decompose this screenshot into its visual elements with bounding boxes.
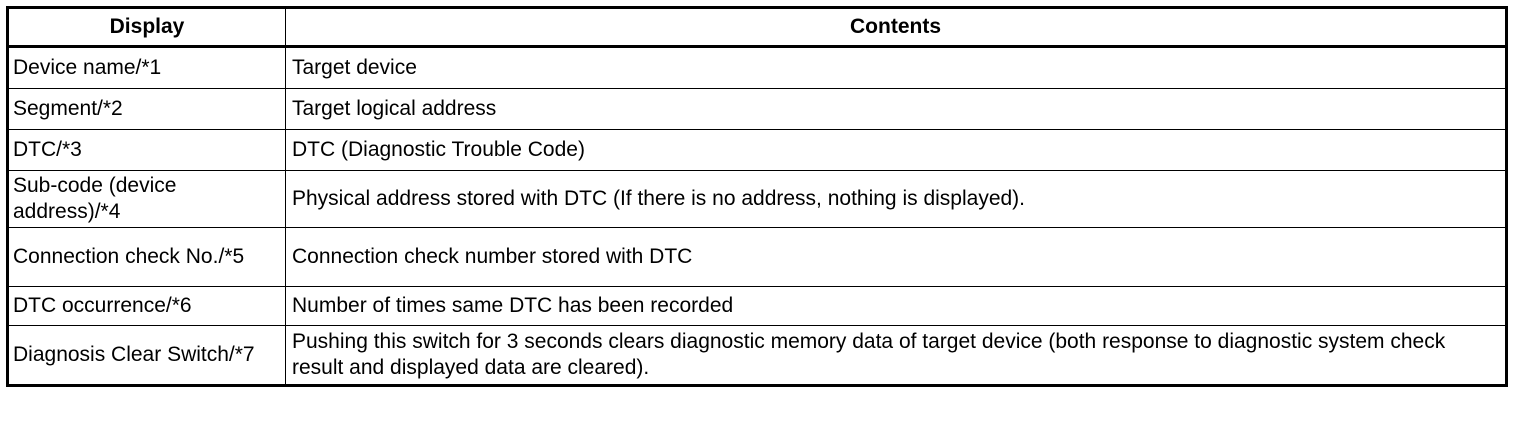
column-header-display: Display: [7, 7, 286, 48]
contents-cell: Target logical address: [285, 88, 1507, 130]
display-cell: Device name/*1: [7, 46, 286, 89]
display-cell: DTC occurrence/*6: [7, 286, 286, 326]
contents-cell: Connection check number stored with DTC: [285, 227, 1507, 287]
contents-cell: Physical address stored with DTC (If the…: [285, 170, 1507, 228]
table-row: Connection check No./*5 Connection check…: [7, 227, 1507, 287]
contents-cell: Pushing this switch for 3 seconds clears…: [285, 325, 1507, 386]
display-cell: Connection check No./*5: [7, 227, 286, 287]
display-cell: Segment/*2: [7, 88, 286, 130]
table-header-row: Display Contents: [7, 7, 1507, 48]
contents-cell: Target device: [285, 46, 1507, 89]
contents-cell: Number of times same DTC has been record…: [285, 286, 1507, 326]
display-cell: DTC/*3: [7, 129, 286, 171]
display-cell: Sub-code (device address)/*4: [7, 170, 286, 228]
display-contents-table: Display Contents Device name/*1 Target d…: [6, 6, 1508, 387]
table-row: Diagnosis Clear Switch/*7 Pushing this s…: [7, 325, 1507, 386]
display-cell: Diagnosis Clear Switch/*7: [7, 325, 286, 386]
table-row: Device name/*1 Target device: [7, 46, 1507, 89]
table-row: DTC/*3 DTC (Diagnostic Trouble Code): [7, 129, 1507, 171]
column-header-contents: Contents: [285, 7, 1507, 48]
table-row: Segment/*2 Target logical address: [7, 88, 1507, 130]
table-row: Sub-code (device address)/*4 Physical ad…: [7, 170, 1507, 228]
contents-cell: DTC (Diagnostic Trouble Code): [285, 129, 1507, 171]
table-row: DTC occurrence/*6 Number of times same D…: [7, 286, 1507, 326]
